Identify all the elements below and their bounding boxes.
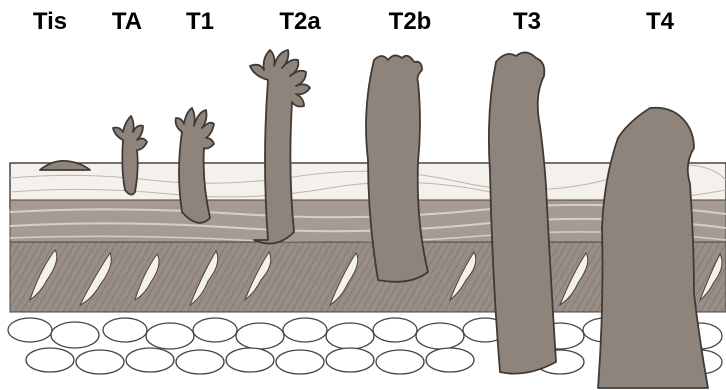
stage-label-t2b: T2b xyxy=(370,4,450,40)
tumor-t2b xyxy=(366,55,428,281)
stage-label-t2a: T2a xyxy=(260,4,340,40)
stage-label-tis: Tis xyxy=(10,4,90,40)
tumor-t4 xyxy=(598,108,708,388)
tumor-t3 xyxy=(489,52,556,373)
stage-label-t1: T1 xyxy=(160,4,240,40)
stage-label-t4: T4 xyxy=(620,4,700,40)
stage-label-ta: TA xyxy=(87,4,167,40)
stage-label-t3: T3 xyxy=(487,4,567,40)
